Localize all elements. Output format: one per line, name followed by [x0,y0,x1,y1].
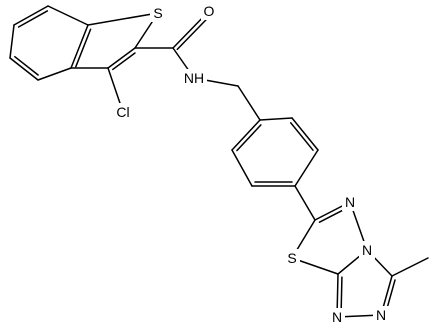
svg-text:N: N [376,307,386,323]
bond-line-24 [294,149,319,187]
atom-triazole-n-bridge: N [359,241,375,259]
svg-text:N: N [362,242,372,258]
bond-line-9 [87,12,159,26]
bond-line-3 [9,57,39,81]
double-bond-line-41 [340,276,343,315]
svg-text:N: N [332,309,342,325]
bond-line-21 [231,119,261,151]
bond-line-30 [294,185,316,221]
double-bond-line-6 [17,10,49,28]
atom-triazole-n-bottom-right: N [373,306,389,324]
atom-amide-nh: NH [181,69,207,87]
double-bond-line-7 [14,55,39,76]
bond-line-5 [70,24,89,69]
bond-line-2 [9,24,15,59]
svg-text:Cl: Cl [116,104,129,120]
atom-carbonyl-o: O [201,2,217,20]
bond-line-20 [237,85,261,121]
double-bond-line-27 [236,124,262,152]
double-bond-line-17 [176,14,212,51]
atom-triazole-n-top: N [342,193,358,211]
svg-text:O: O [204,3,215,19]
double-bond-line-29 [290,122,314,151]
svg-text:NH: NH [184,70,204,86]
bond-line-22 [231,149,253,187]
bond-line-1 [13,5,49,26]
double-bond-line-8 [75,28,92,68]
bond-lines [9,5,429,318]
bond-line-0 [47,5,89,26]
svg-text:S: S [287,250,296,266]
bond-line-26 [259,117,293,121]
atom-thiophene-s: S [150,4,166,22]
atom-triazole-n-bottom-left: N [329,308,345,326]
bond-line-43 [391,257,429,277]
bond-line-25 [291,117,319,151]
atom-labels: S Cl O NH S N N N [112,2,389,326]
atom-chloro: Cl [112,103,134,121]
atom-thiadiazole-s: S [284,249,300,267]
double-bond-line-13 [112,52,136,71]
svg-text:S: S [153,5,162,21]
svg-text:N: N [345,194,355,210]
bond-line-4 [37,67,72,81]
bond-line-11 [107,47,136,69]
